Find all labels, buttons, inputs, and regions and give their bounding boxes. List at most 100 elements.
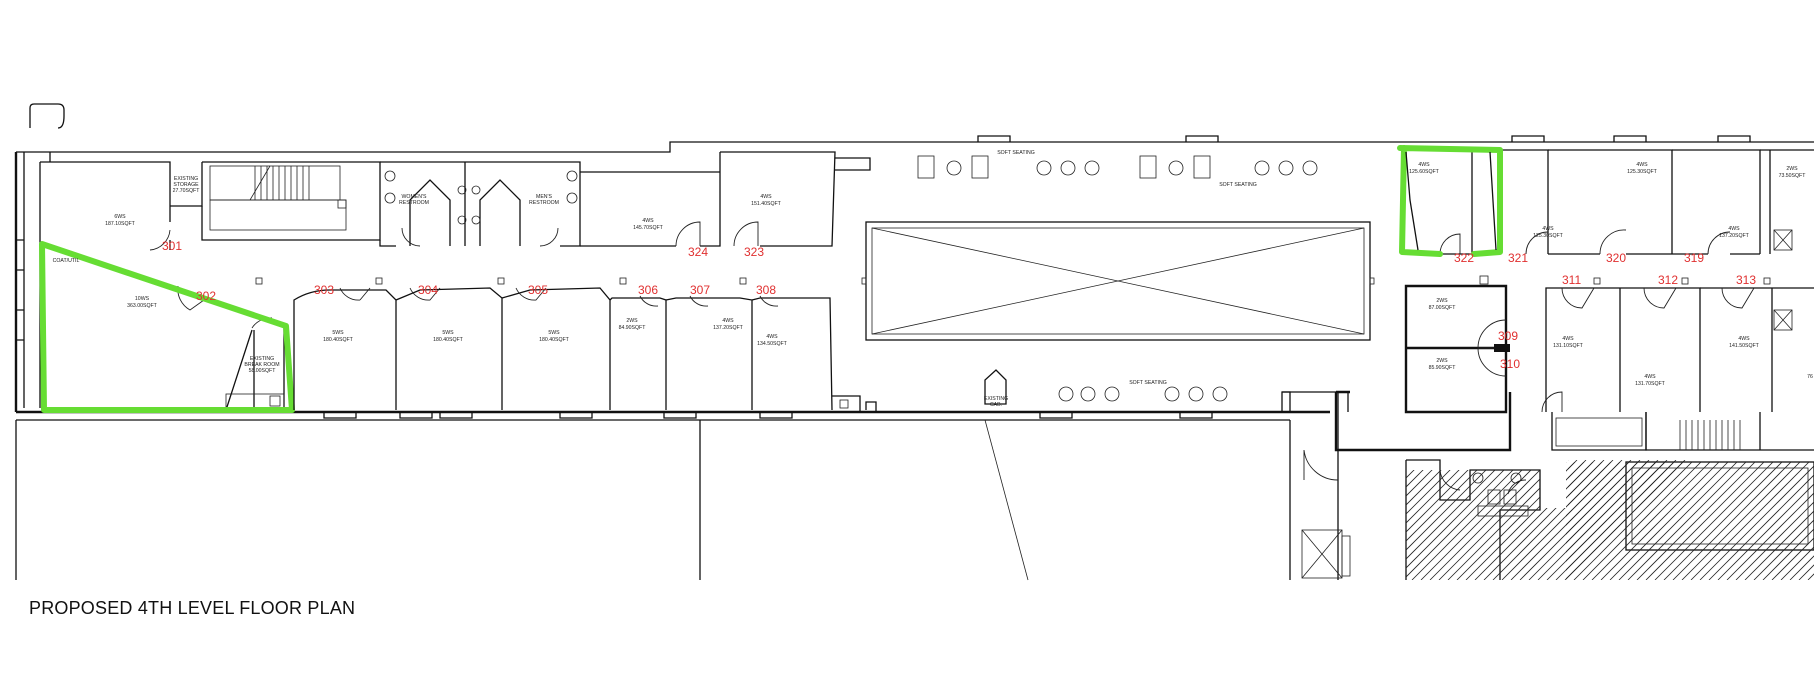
north-east-offices xyxy=(1397,145,1814,257)
hatch-line xyxy=(1663,462,1783,580)
hatch-line xyxy=(1406,460,1515,580)
label-line: 4WS xyxy=(1636,162,1648,168)
label-line: STORAGE xyxy=(173,182,199,188)
room-number: 322 xyxy=(1454,251,1474,265)
label-line: 4WS xyxy=(722,318,734,324)
room-number: 312 xyxy=(1658,273,1678,287)
room-number: 311 xyxy=(1562,273,1581,287)
hatch-line xyxy=(1699,462,1814,580)
hatch-line xyxy=(1591,462,1711,580)
hatch-line xyxy=(1438,460,1560,580)
room-number: 304 xyxy=(418,283,438,297)
label-line: 2WS xyxy=(626,318,638,324)
label-line: 4WS xyxy=(1728,226,1740,232)
label-line: 131.70SQFT xyxy=(1635,381,1666,387)
soft-seating-label: SOFT SEATING xyxy=(1129,380,1167,386)
hatch-line xyxy=(1618,462,1738,580)
label-line: MEN'S xyxy=(536,194,553,200)
hatch-line xyxy=(1566,462,1684,580)
hatch-line xyxy=(1681,462,1801,580)
stair xyxy=(209,165,347,231)
room-number: 309 xyxy=(1498,329,1518,343)
label-line: 137.20SQFT xyxy=(1719,233,1750,239)
hatch-line xyxy=(1690,462,1810,580)
label-line: 4WS xyxy=(1644,374,1656,380)
drawing-title: PROPOSED 4TH LEVEL FLOOR PLAN xyxy=(29,598,356,618)
hatched-zone-right xyxy=(1625,461,1814,551)
label-line: 4WS xyxy=(1562,336,1574,342)
room-number: 313 xyxy=(1736,273,1756,287)
label-line: 2WS xyxy=(1436,298,1448,304)
hatch-line xyxy=(1406,460,1443,580)
label-line: 141.50SQFT xyxy=(1729,343,1760,349)
hatch-line xyxy=(1798,462,1814,580)
hatch-line xyxy=(1406,460,1416,580)
room-number: 323 xyxy=(744,245,764,259)
label-line: 180.40SQFT xyxy=(323,337,354,343)
hatch-line xyxy=(1566,462,1648,580)
hatch-line xyxy=(1406,460,1524,580)
label-line: 4WS xyxy=(1418,162,1430,168)
label-line: 10WS xyxy=(135,296,150,302)
label-line: 180.40SQFT xyxy=(539,337,570,343)
room-numbers: 301 302 303 304 305 306 307 308 309 310 … xyxy=(162,239,1756,371)
soft-seating-north xyxy=(917,155,1318,179)
room-302-outline xyxy=(39,229,295,413)
hatch-line xyxy=(1566,462,1657,580)
label-line: RESTROOM xyxy=(399,200,429,206)
room-number: 308 xyxy=(756,283,776,297)
soft-seating-south xyxy=(984,369,1291,412)
hatch-line xyxy=(1566,462,1612,580)
label-line: 5WS xyxy=(548,330,560,336)
hatch-line xyxy=(1566,462,1621,580)
label-line: EXISTING xyxy=(250,356,274,362)
service-core xyxy=(1282,390,1814,580)
hatch-line xyxy=(1406,460,1470,580)
soft-seating-label: SOFT SEATING xyxy=(1219,182,1257,188)
label-line: 4WS xyxy=(766,334,778,340)
room-number: 305 xyxy=(528,283,548,297)
room-number: 320 xyxy=(1606,251,1626,265)
hatch-line xyxy=(1771,462,1814,580)
hatch-line xyxy=(1566,462,1666,580)
label-line: 2WS xyxy=(1786,166,1798,172)
hatch-line xyxy=(1406,460,1479,580)
label-line: 87.00SQFT xyxy=(1429,305,1457,311)
label-line: 187.10SQFT xyxy=(105,221,136,227)
room-number: 324 xyxy=(688,245,708,259)
label-line: 125.60SQFT xyxy=(1409,169,1440,175)
label-line: 4WS xyxy=(642,218,654,224)
label-line: 76 xyxy=(1807,374,1813,380)
label-line: 125.30SQFT xyxy=(1627,169,1658,175)
label-line: 131.10SQFT xyxy=(1553,343,1584,349)
soft-seating-label: SOFT SEATING xyxy=(997,150,1035,156)
hatch-line xyxy=(1406,460,1452,580)
highlight-322 xyxy=(1397,145,1503,257)
south-offices xyxy=(255,277,877,412)
hatch-line xyxy=(1744,462,1814,580)
north-west-rooms xyxy=(40,151,871,250)
room-number: 303 xyxy=(314,283,334,297)
label-line: 134.50SQFT xyxy=(757,341,788,347)
room-number: 321 xyxy=(1508,251,1528,265)
hatch-line xyxy=(1456,460,1578,580)
label-line: 58.00SQFT xyxy=(249,368,277,374)
hatch-line xyxy=(1753,462,1814,580)
small-offices-309-310 xyxy=(1404,275,1510,414)
